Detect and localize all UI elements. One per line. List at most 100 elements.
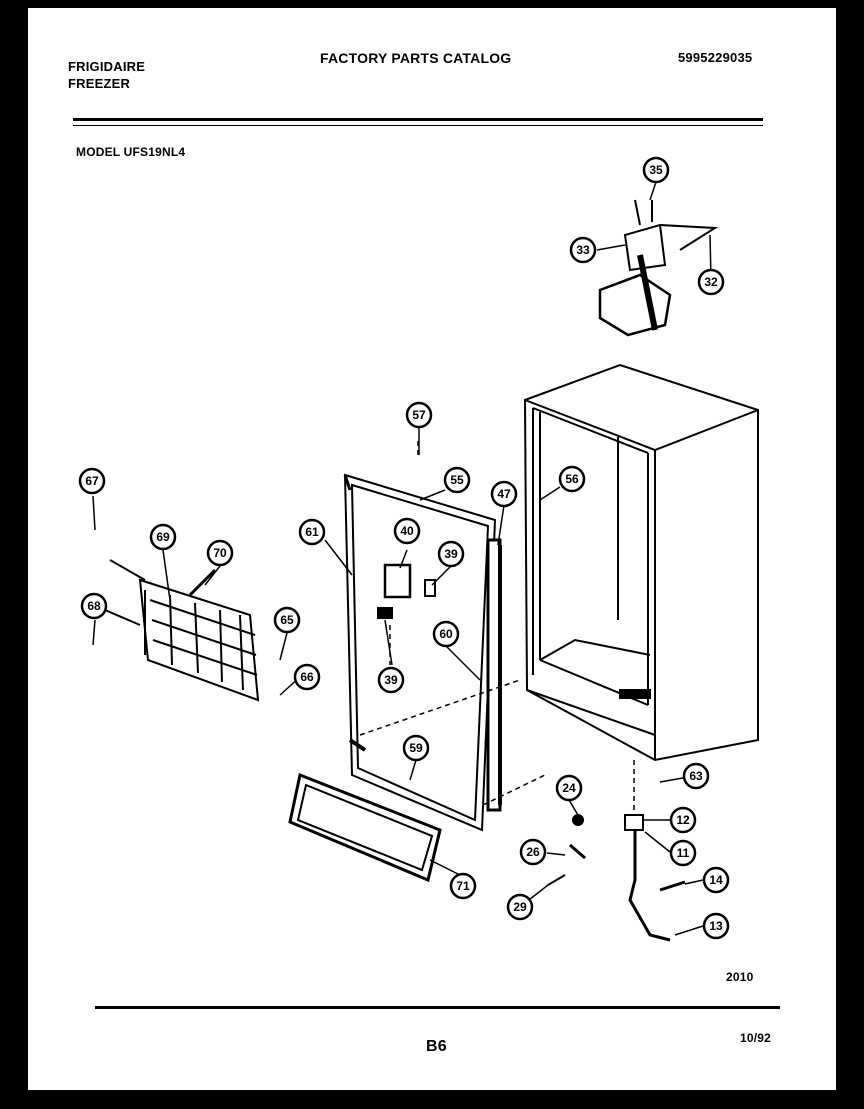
callout-12: 12 xyxy=(669,806,697,834)
header-rule-top xyxy=(73,118,763,121)
callout-circle xyxy=(437,540,465,568)
callout-circle xyxy=(490,480,518,508)
callout-label: 29 xyxy=(513,900,527,914)
callout-label: 71 xyxy=(456,879,470,893)
callout-label: 32 xyxy=(704,275,718,289)
callout-circle xyxy=(206,539,234,567)
callout-39: 39 xyxy=(437,540,465,568)
callout-circle xyxy=(682,762,710,790)
callout-circle xyxy=(555,774,583,802)
callout-33: 33 xyxy=(569,236,597,264)
callout-label: 61 xyxy=(305,525,319,539)
callout-60: 60 xyxy=(432,620,460,648)
diagram-code: 2010 xyxy=(726,970,754,984)
footer-rule xyxy=(95,1006,780,1009)
callout-label: 33 xyxy=(576,243,590,257)
callout-circle xyxy=(669,839,697,867)
door-assembly xyxy=(343,473,502,832)
callout-circle xyxy=(402,734,430,762)
callout-circle xyxy=(669,806,697,834)
callout-circle xyxy=(405,401,433,429)
model-number: MODEL UFS19NL4 xyxy=(76,145,186,159)
callout-circle xyxy=(80,592,108,620)
callout-label: 56 xyxy=(565,472,579,486)
callout-circle xyxy=(558,465,586,493)
callout-circle xyxy=(449,872,477,900)
callout-label: 13 xyxy=(709,919,723,933)
callout-label: 57 xyxy=(412,408,426,422)
callout-label: 39 xyxy=(444,547,458,561)
callout-circle xyxy=(569,236,597,264)
callout-61: 61 xyxy=(298,518,326,546)
callout-label: 11 xyxy=(677,846,690,860)
callout-71: 71 xyxy=(449,872,477,900)
callout-24: 24 xyxy=(555,774,583,802)
callout-circle xyxy=(293,663,321,691)
callout-69: 69 xyxy=(149,523,177,551)
callout-circle xyxy=(377,666,405,694)
upper-assembly xyxy=(598,199,719,337)
callout-32: 32 xyxy=(697,268,725,296)
callout-63: 63 xyxy=(682,762,710,790)
callout-circle xyxy=(702,866,730,894)
kickplate xyxy=(288,772,442,883)
page-number: B6 xyxy=(426,1038,447,1055)
callout-label: 69 xyxy=(156,530,170,544)
callout-label: 68 xyxy=(87,599,101,613)
callout-40: 40 xyxy=(393,517,421,545)
callout-26: 26 xyxy=(519,838,547,866)
callout-57: 57 xyxy=(405,401,433,429)
callout-label: 60 xyxy=(439,627,453,641)
callout-35: 35 xyxy=(642,156,670,184)
callout-66: 66 xyxy=(293,663,321,691)
callout-circle xyxy=(78,467,106,495)
callout-label: 24 xyxy=(562,781,576,795)
leader-lines xyxy=(359,440,635,810)
callout-13: 13 xyxy=(702,912,730,940)
callout-circle xyxy=(393,517,421,545)
grille xyxy=(104,559,260,702)
callout-68: 68 xyxy=(80,592,108,620)
callout-circle xyxy=(298,518,326,546)
callout-leaders xyxy=(92,181,712,936)
callout-label: 70 xyxy=(213,546,227,560)
callout-label: 67 xyxy=(85,474,99,488)
callout-label: 63 xyxy=(689,769,703,783)
callout-label: 26 xyxy=(526,845,540,859)
callout-label: 12 xyxy=(676,813,690,827)
callout-14: 14 xyxy=(702,866,730,894)
callout-39: 39 xyxy=(377,666,405,694)
callout-label: 35 xyxy=(649,163,663,177)
brand-name: FRIGIDAIRE xyxy=(68,59,146,74)
callout-group: 35 33 32 57 55 47 56 67 69 70 61 40 39 60 65 68 66 39 59 63… xyxy=(78,156,730,940)
callout-label: 66 xyxy=(300,670,314,684)
callout-circle xyxy=(642,156,670,184)
callout-label: 65 xyxy=(280,613,294,627)
callout-47: 47 xyxy=(490,480,518,508)
callout-65: 65 xyxy=(273,606,301,634)
callout-circle xyxy=(432,620,460,648)
callout-circle xyxy=(519,838,547,866)
callout-label: 59 xyxy=(409,741,423,755)
brand-block: FRIGIDAIRE FREEZER xyxy=(68,58,145,92)
callout-55: 55 xyxy=(443,466,471,494)
callout-label: 55 xyxy=(450,473,464,487)
callout-29: 29 xyxy=(506,893,534,921)
catalog-title: FACTORY PARTS CATALOG xyxy=(320,50,512,66)
callout-59: 59 xyxy=(402,734,430,762)
callout-circle xyxy=(506,893,534,921)
callout-circle xyxy=(149,523,177,551)
revision-date: 10/92 xyxy=(740,1031,772,1045)
callout-56: 56 xyxy=(558,465,586,493)
callout-label: 40 xyxy=(400,524,414,538)
callout-circle xyxy=(702,912,730,940)
header-rule-bottom xyxy=(73,125,763,126)
callout-circle xyxy=(697,268,725,296)
catalog-number: 5995229035 xyxy=(678,50,753,65)
callout-label: 47 xyxy=(497,487,511,501)
callout-label: 14 xyxy=(709,873,723,887)
callout-70: 70 xyxy=(206,539,234,567)
callout-67: 67 xyxy=(78,467,106,495)
callout-11: 11 xyxy=(669,839,697,867)
